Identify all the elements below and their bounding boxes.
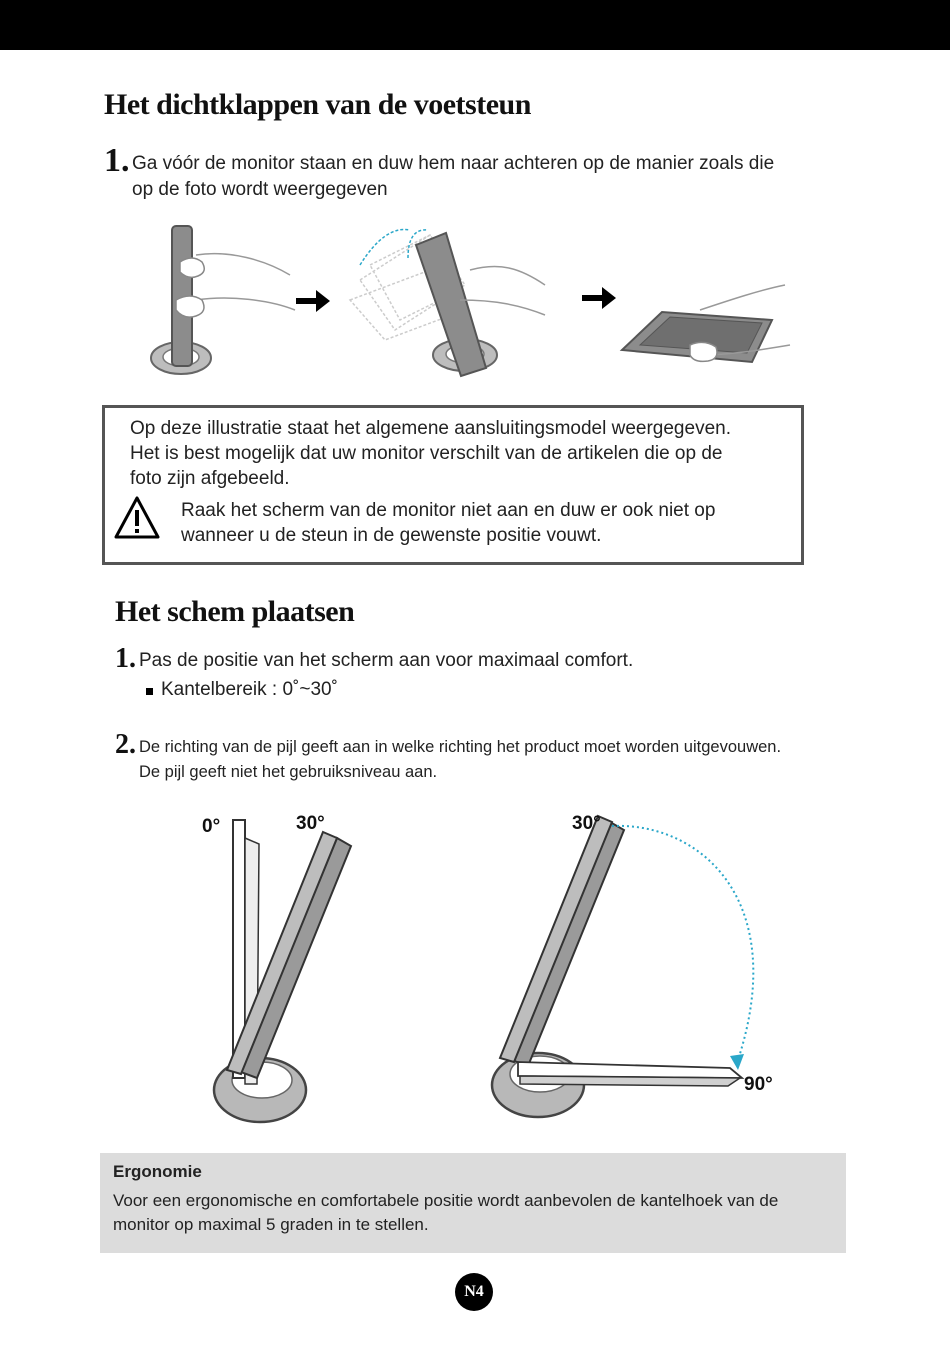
- ergonomics-box: [100, 1153, 846, 1253]
- step-text-line1: Ga vóór de monitor staan en duw hem naar…: [132, 153, 775, 174]
- step-number: 1.: [115, 643, 136, 674]
- arrow-right-icon: [296, 290, 330, 312]
- angle-label-0: 0°: [202, 816, 221, 837]
- notice-box: [102, 405, 804, 565]
- page-number-badge: N4: [455, 1273, 493, 1311]
- warning-line2: wanneer u de steun in de gewenste positi…: [181, 525, 602, 546]
- top-black-bar: [0, 0, 950, 50]
- warning-line1: Raak het scherm van de monitor niet aan …: [181, 500, 716, 521]
- step-text-line2: op de foto wordt weergegeven: [132, 179, 388, 200]
- tilt-diagram-right: [490, 814, 755, 1119]
- notice-line2: Het is best mogelijk dat uw monitor vers…: [130, 443, 723, 464]
- section-title-position-screen: Het schem plaatsen: [115, 595, 355, 628]
- step1-text: Pas de positie van het scherm aan voor m…: [139, 650, 634, 671]
- angle-label-30: 30°: [296, 813, 325, 834]
- notice-line1: Op deze illustratie staat het algemene a…: [130, 418, 731, 439]
- step-number: 1.: [104, 142, 130, 179]
- tilt-diagram-left: [212, 819, 353, 1124]
- notice-line3: foto zijn afgebeeld.: [130, 468, 290, 489]
- tilt-range-text: Kantelbereik : 0˚~30˚: [161, 679, 338, 700]
- fold-illustration: [150, 225, 791, 378]
- monitor-upright-illustration: [150, 225, 296, 375]
- step-number: 2.: [115, 729, 136, 760]
- angle-label-90: 90°: [744, 1074, 773, 1095]
- ergonomics-line1: Voor een ergonomische en comfortabele po…: [113, 1191, 779, 1210]
- step2-line2: De pijl geeft niet het gebruiksniveau aa…: [139, 763, 438, 781]
- section-title-fold-stand: Het dichtklappen van de voetsteun: [104, 88, 531, 121]
- angle-label-30: 30°: [572, 813, 601, 834]
- warning-triangle-icon: [114, 496, 160, 539]
- bullet-icon: [146, 688, 153, 695]
- monitor-folded-illustration: [619, 284, 791, 364]
- monitor-tilting-illustration: [348, 228, 546, 378]
- arrow-right-icon: [582, 287, 616, 309]
- ergonomics-title: Ergonomie: [113, 1162, 202, 1181]
- ergonomics-line2: monitor op maximal 5 graden in te stelle…: [113, 1215, 429, 1234]
- step2-line1: De richting van de pijl geeft aan in wel…: [139, 738, 782, 756]
